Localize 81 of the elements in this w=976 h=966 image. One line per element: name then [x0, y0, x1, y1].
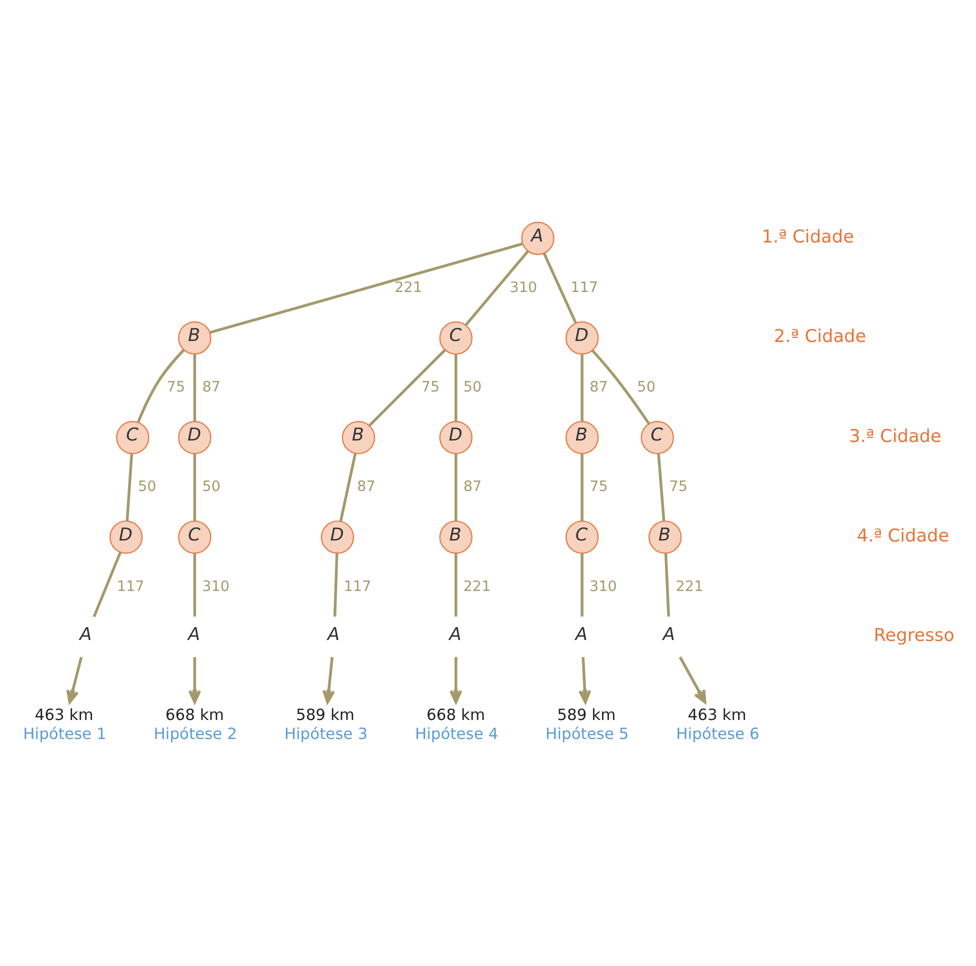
node-text: A: [188, 624, 200, 644]
edge-label: 87: [202, 379, 221, 396]
node-circle: C: [640, 420, 674, 454]
node-circle: B: [342, 420, 376, 454]
edge-label: 75: [166, 379, 186, 396]
edge-label: 117: [344, 578, 372, 594]
connector: [657, 453, 666, 521]
edge-label: 50: [202, 478, 221, 495]
label: 2.ª Cidade: [774, 326, 866, 347]
node-text: 668 km Hipótese 2: [154, 706, 237, 742]
arrow: [450, 656, 462, 703]
edge-label: 221: [463, 578, 491, 594]
connector: [580, 453, 584, 520]
node-circle: D: [320, 520, 354, 554]
edge-label: 221: [394, 279, 422, 296]
connector: [592, 349, 650, 424]
connector: [136, 348, 185, 422]
connector: [368, 348, 446, 426]
arrow: [578, 656, 592, 703]
node-circle: B: [648, 520, 682, 554]
arrow: [188, 656, 202, 703]
connector: [580, 354, 584, 421]
node-text: A: [449, 624, 462, 644]
node-text: A: [328, 624, 340, 644]
node-text: A: [575, 624, 588, 644]
edge-label: 87: [357, 478, 376, 495]
connector: [193, 453, 196, 520]
label: 1.ª Cidade: [762, 227, 854, 248]
connector: [193, 553, 196, 616]
connector: [193, 354, 196, 421]
edge-label: 50: [463, 379, 482, 396]
connector: [126, 453, 134, 521]
node-circle: C: [565, 520, 599, 554]
node-circle: A: [521, 221, 554, 254]
connector: [454, 553, 458, 616]
node-text: 463 km Hipótese 6: [676, 706, 760, 742]
node-circle: D: [109, 520, 143, 554]
connector: [210, 242, 523, 334]
edge-label: 117: [116, 578, 144, 594]
edge-label: 75: [421, 379, 440, 396]
connector: [92, 551, 122, 617]
connector: [454, 453, 458, 520]
edge-label: 310: [589, 578, 617, 594]
label: 3.ª Cidade: [849, 426, 942, 446]
edge-label: 221: [676, 578, 704, 594]
node-text: 589 km Hipótese 5: [546, 706, 629, 742]
node-text: 589 km Hipótese 3: [284, 706, 368, 742]
edge-label: 75: [669, 478, 688, 495]
edge-label: 75: [590, 478, 608, 495]
edge-label: 310: [510, 279, 538, 296]
edge-label: 310: [202, 578, 230, 594]
edge-label: 50: [138, 478, 156, 495]
node-circle: B: [565, 420, 599, 454]
arrow: [678, 656, 706, 703]
node-circle: C: [116, 420, 150, 454]
node-circle: D: [565, 320, 599, 354]
node-circle: B: [439, 520, 472, 554]
node-text: A: [662, 624, 675, 644]
connector: [542, 252, 577, 323]
node-circle: C: [439, 320, 472, 354]
connector: [664, 552, 670, 616]
connector: [333, 552, 338, 616]
label: Regresso: [874, 625, 954, 646]
connector: [580, 553, 584, 616]
label: 4.ª Cidade: [856, 526, 950, 546]
node-circle: C: [178, 520, 212, 554]
arrow: [66, 656, 83, 703]
node-text: 668 km Hipótese 4: [414, 706, 498, 742]
edge-label: 87: [463, 478, 482, 495]
connector: [454, 354, 458, 421]
connector: [464, 250, 529, 326]
node-text: 463 km Hipótese 1: [23, 706, 106, 742]
node-circle: B: [178, 320, 212, 354]
connector: [339, 452, 357, 521]
node-text: A: [80, 624, 92, 644]
edge-label: 87: [590, 379, 608, 396]
node-circle: D: [178, 420, 212, 454]
edge-label: 117: [570, 279, 598, 296]
arrow: [322, 656, 336, 703]
edge-label: 50: [637, 379, 656, 396]
node-circle: D: [439, 420, 472, 454]
